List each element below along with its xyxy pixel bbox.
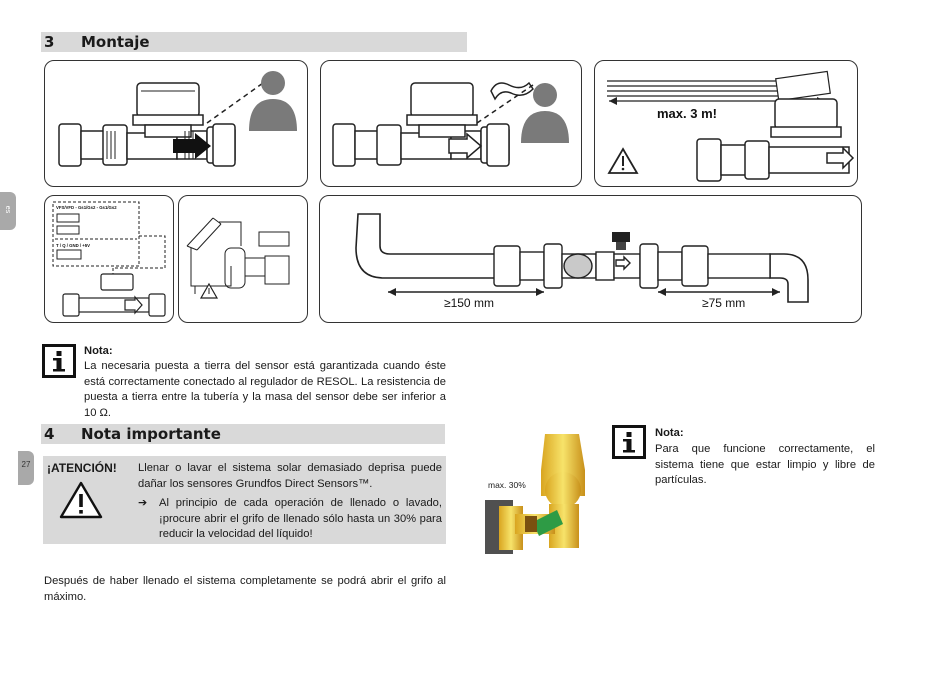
note-2-text: Para que funcione correctamente, el sist… xyxy=(655,443,875,486)
info-icon xyxy=(42,344,76,378)
info-icon xyxy=(612,425,646,459)
note-1-text: La necesaria puesta a tierra del sensor … xyxy=(84,360,446,419)
figure-system-schematic xyxy=(186,217,290,299)
note-1-title: Nota: xyxy=(84,345,113,357)
valve-illustration xyxy=(485,434,585,554)
figure-clip xyxy=(332,81,569,167)
warning-heading: ¡ATENCIÓN! xyxy=(47,461,117,475)
terminal-label-1: VFS/VFD - Gs1/Gs2 - Gs1/Gs2 xyxy=(56,205,117,210)
language-tab: es xyxy=(0,192,16,230)
max-length-label: max. 3 m! xyxy=(657,106,717,121)
warning-box: ¡ATENCIÓN! Llenar o lavar el sistema sol… xyxy=(43,456,446,544)
arrow-icon: ➔ xyxy=(138,496,148,509)
valve-label: max. 30% xyxy=(488,480,526,490)
valve-figure: max. 30% xyxy=(485,430,595,560)
figure-panel-flow-direction xyxy=(44,60,308,187)
section-number: 3 xyxy=(44,33,55,51)
figure-panel-pipe-distances: ≥150 mm ≥75 mm xyxy=(319,195,862,323)
closing-paragraph: Después de haber llenado el sistema comp… xyxy=(44,575,446,603)
figure-panel-wiring: VFS/VFD - Gs1/Gs2 - Gs1/Gs2 T / Q / GND … xyxy=(44,195,174,323)
section-3-heading: 3 Montaje xyxy=(41,32,467,52)
figure-pipe-distances: ≥150 mm ≥75 mm xyxy=(355,213,809,310)
section-4-heading: 4 Nota importante xyxy=(41,424,445,444)
figure-flow-direction xyxy=(58,71,297,167)
section-title: Nota importante xyxy=(81,425,221,443)
section-title: Montaje xyxy=(81,33,150,51)
page-number-tab: 27 xyxy=(18,451,34,485)
terminal-label-2: T / Q / GND / +5V xyxy=(56,243,90,248)
figure-panel-cable-length: max. 3 m! xyxy=(594,60,858,187)
note-2-title: Nota: xyxy=(655,427,684,439)
figure-cable-length: max. 3 m! xyxy=(607,70,855,182)
distance-left-label: ≥150 mm xyxy=(444,296,494,310)
figure-panel-clip xyxy=(320,60,582,187)
warning-triangle-icon xyxy=(59,481,103,519)
page-number: 27 xyxy=(21,460,31,469)
language-tab-label: es xyxy=(4,205,12,214)
figure-wiring: VFS/VFD - Gs1/Gs2 - Gs1/Gs2 T / Q / GND … xyxy=(52,201,166,317)
warning-bullet: Al principio de cada operación de llenad… xyxy=(159,497,442,540)
figure-panel-system-schematic xyxy=(178,195,308,323)
warning-text: Llenar o lavar el sistema solar demasiad… xyxy=(138,462,442,490)
section-number: 4 xyxy=(44,425,55,443)
distance-right-label: ≥75 mm xyxy=(702,296,745,310)
